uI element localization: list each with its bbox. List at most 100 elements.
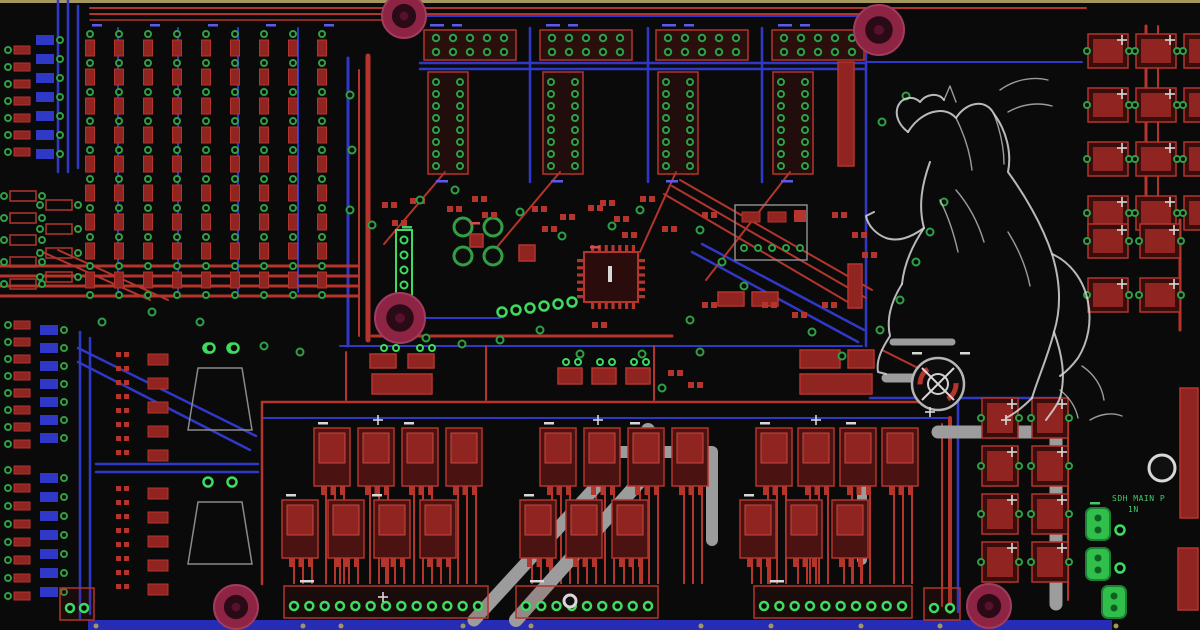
footprint (36, 130, 54, 140)
pad (173, 88, 181, 96)
footprint (116, 584, 121, 589)
resistor-body (230, 68, 240, 86)
pad (86, 291, 94, 299)
pad (782, 244, 790, 252)
pad (350, 600, 361, 612)
footprint (1141, 147, 1171, 171)
footprint (794, 210, 806, 222)
pad (173, 291, 181, 299)
pad (571, 138, 579, 146)
pad (4, 556, 12, 564)
pad (662, 102, 670, 110)
pad (566, 296, 578, 308)
pad (86, 262, 94, 270)
footprint (374, 486, 380, 495)
footprint (381, 558, 386, 567)
smd-part (392, 220, 398, 226)
pad (777, 162, 785, 170)
footprint (124, 450, 129, 455)
footprint (13, 519, 31, 529)
pad (774, 600, 785, 612)
pad (432, 102, 440, 110)
pad (144, 117, 152, 125)
pad (524, 302, 536, 314)
pad (86, 175, 94, 183)
pad (144, 204, 152, 212)
resistor-body (201, 97, 211, 115)
pad (686, 138, 694, 146)
resistor-body (85, 271, 95, 289)
footprint (472, 486, 477, 495)
pad (173, 204, 181, 212)
footprint (1037, 403, 1063, 433)
resistor-body (201, 184, 211, 202)
pad (56, 55, 64, 63)
footprint (547, 486, 552, 495)
pad (801, 78, 809, 86)
footprint (536, 558, 542, 567)
smd-part (622, 232, 628, 238)
resistor-body (288, 39, 298, 57)
pad (60, 380, 68, 388)
led-footprint (1085, 547, 1111, 581)
dip-ic (772, 71, 814, 175)
pad (74, 225, 82, 233)
pad (731, 47, 741, 57)
footprint (362, 432, 390, 464)
footprint (747, 558, 752, 567)
footprint (13, 337, 31, 347)
pad (202, 262, 210, 270)
resistor-body (259, 271, 269, 289)
footprint (332, 504, 360, 536)
pad (581, 47, 591, 57)
pad (456, 90, 464, 98)
resistor-body (143, 271, 153, 289)
pad (4, 423, 12, 431)
footprint (654, 486, 659, 495)
resistor-body (317, 39, 327, 57)
silkscreen-text-sub: 1N (1128, 505, 1139, 514)
footprint (453, 486, 458, 495)
pad (777, 138, 785, 146)
pad (288, 600, 300, 612)
pad (835, 600, 846, 612)
pad (456, 126, 464, 134)
footprint (518, 244, 536, 262)
pad (1083, 237, 1091, 245)
footprint (987, 403, 1013, 433)
pad (289, 117, 297, 125)
footprint (9, 212, 37, 224)
smd-part (711, 302, 717, 308)
footprint (604, 245, 608, 252)
footprint (36, 54, 54, 64)
pad (231, 175, 239, 183)
pad (571, 126, 579, 134)
footprint (40, 568, 58, 578)
pad (686, 126, 694, 134)
pad (944, 602, 956, 614)
resistor-body (230, 184, 240, 202)
pad (754, 244, 762, 252)
pad (4, 63, 12, 71)
pad (456, 162, 464, 170)
footprint (628, 558, 634, 567)
connector-outline (59, 587, 95, 621)
smd-part (382, 202, 388, 208)
ref-designator-mark (92, 24, 102, 27)
via (695, 347, 705, 357)
pad (260, 59, 268, 67)
footprint (1093, 39, 1123, 63)
pad (380, 600, 392, 612)
resistor-body (259, 242, 269, 260)
resistor-body (85, 126, 95, 144)
resistor-body (143, 97, 153, 115)
footprint (793, 558, 798, 567)
pad (4, 389, 12, 397)
pad (86, 59, 94, 67)
footprint (763, 486, 768, 495)
ref-designator-mark (544, 422, 554, 425)
footprint (40, 361, 58, 371)
pad (758, 600, 770, 612)
